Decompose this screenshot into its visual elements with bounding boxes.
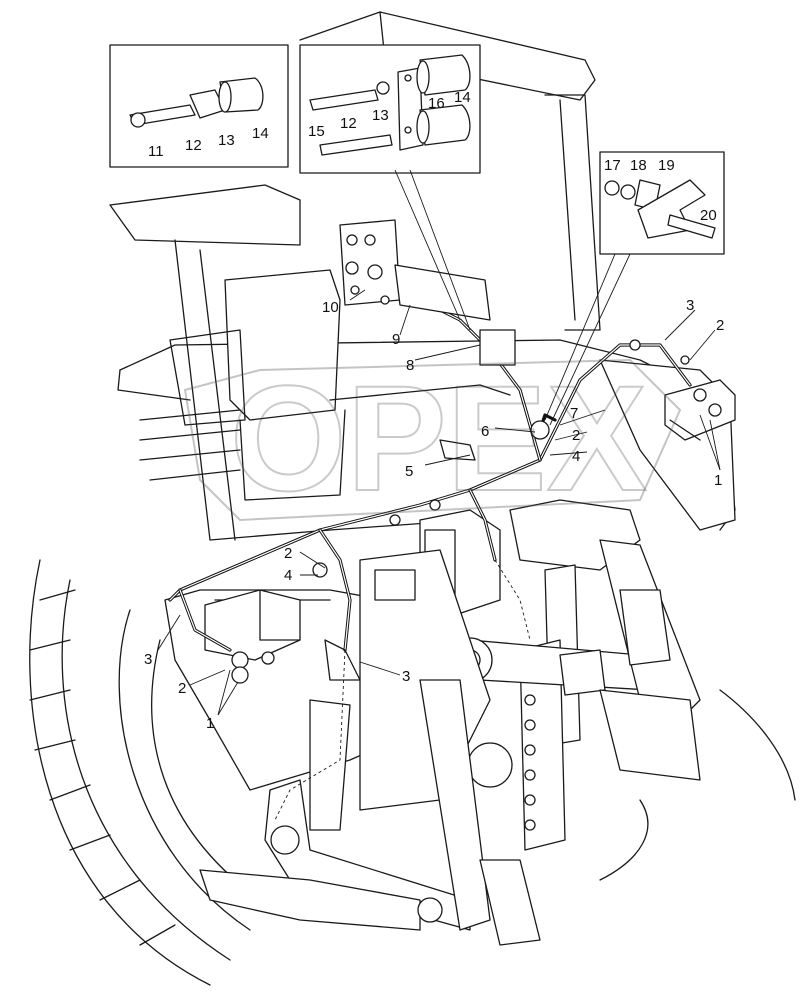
callout-12: 12 xyxy=(185,137,202,154)
callout-2: 2 xyxy=(572,427,580,444)
watermark: OPEX xyxy=(183,353,682,523)
callout-18: 18 xyxy=(630,157,647,174)
callout-10: 10 xyxy=(322,299,339,316)
callout-2: 2 xyxy=(716,317,724,334)
inset-box-right xyxy=(544,151,725,426)
inset-box-middle xyxy=(299,44,481,331)
inset-box-left xyxy=(109,44,289,168)
callout-14: 14 xyxy=(454,89,471,106)
leader-lines xyxy=(157,289,721,716)
callout-2: 2 xyxy=(178,680,186,697)
right-fender xyxy=(599,359,736,531)
callout-20: 20 xyxy=(700,207,717,224)
callout-12: 12 xyxy=(340,115,357,132)
control-panel xyxy=(339,219,491,321)
callout-15: 15 xyxy=(308,123,325,140)
callout-5: 5 xyxy=(405,463,413,480)
callout-3: 3 xyxy=(686,297,694,314)
rear-hitch xyxy=(199,499,796,946)
callout-1: 1 xyxy=(206,715,214,732)
wiring-harness xyxy=(168,248,692,821)
callout-3: 3 xyxy=(144,651,152,668)
callout-9: 9 xyxy=(392,331,400,348)
callout-7: 7 xyxy=(570,405,578,422)
callout-13: 13 xyxy=(218,132,235,149)
callout-4: 4 xyxy=(284,567,292,584)
callout-3: 3 xyxy=(402,668,410,685)
callout-1: 1 xyxy=(714,472,722,489)
callout-17: 17 xyxy=(604,157,621,174)
callout-4: 4 xyxy=(572,448,580,465)
callout-11: 11 xyxy=(148,143,164,160)
callout-16: 16 xyxy=(428,95,445,112)
callout-labels: 11 12 13 14 15 12 13 16 14 17 18 19 20 1… xyxy=(144,89,724,732)
callout-14: 14 xyxy=(252,125,269,142)
callout-19: 19 xyxy=(658,157,675,174)
callout-2: 2 xyxy=(284,545,292,562)
cab-structure xyxy=(109,11,736,541)
watermark-text: OPEX xyxy=(230,354,647,522)
callout-13: 13 xyxy=(372,107,389,124)
callout-8: 8 xyxy=(406,357,414,374)
rear-tire xyxy=(29,559,261,986)
callout-6: 6 xyxy=(481,423,489,440)
